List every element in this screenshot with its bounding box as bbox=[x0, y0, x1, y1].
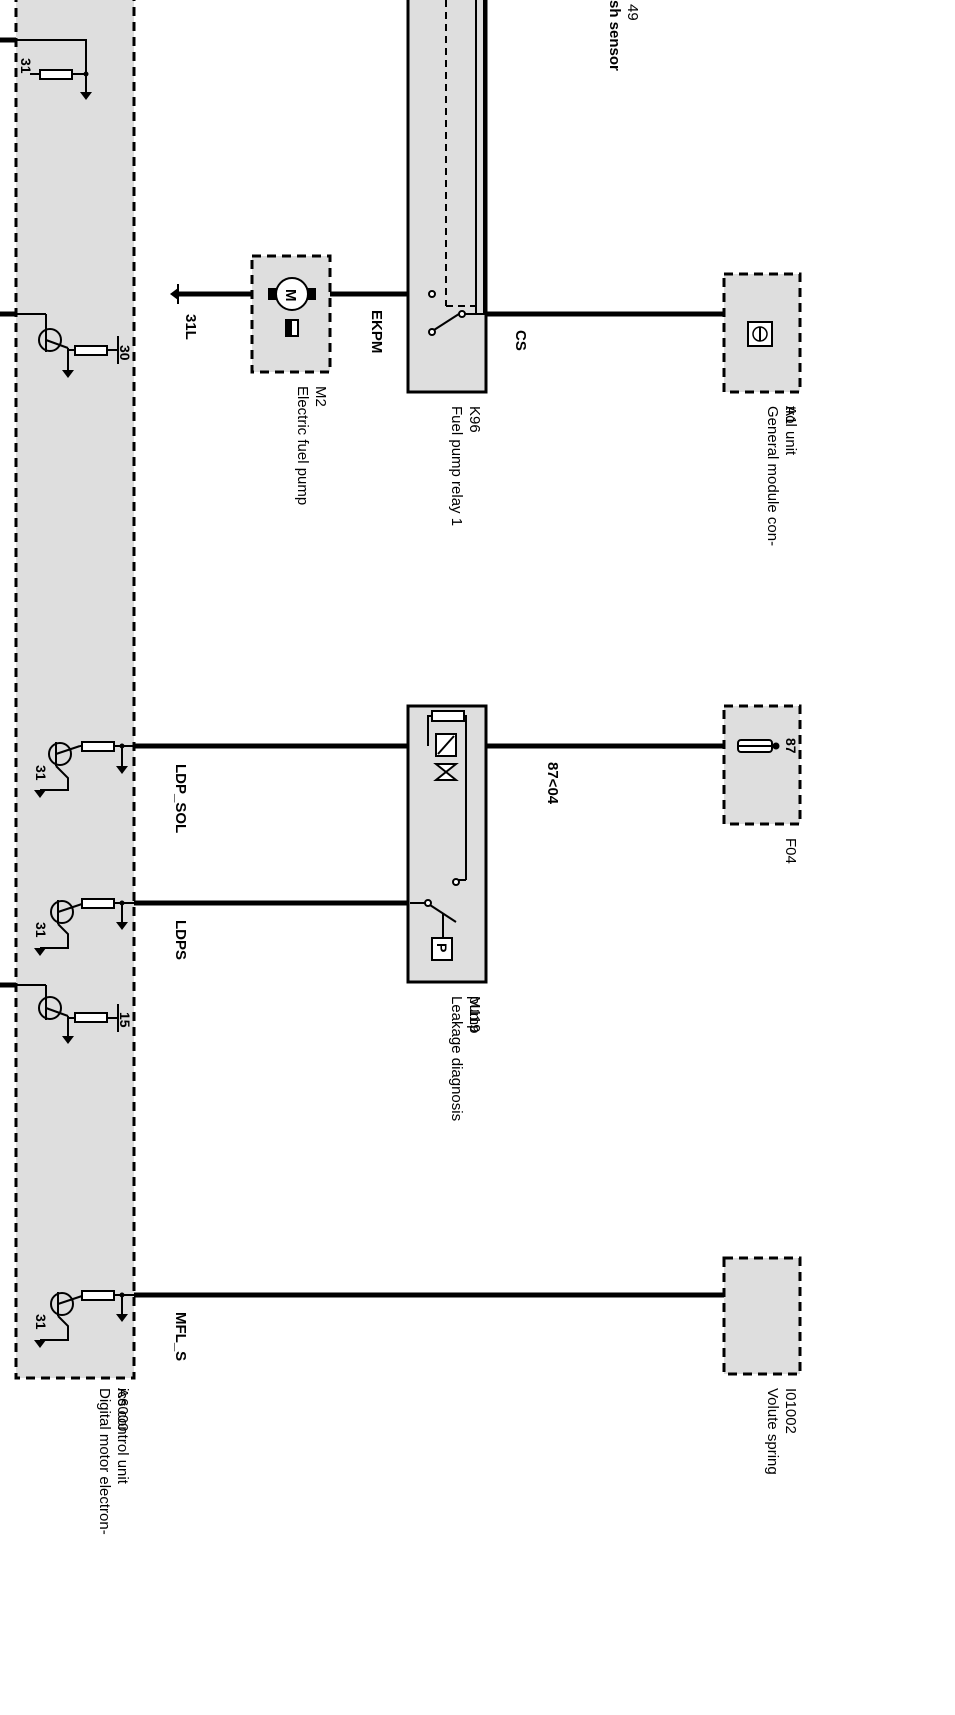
f04-pin-87-label: 87 bbox=[783, 738, 799, 754]
m119-name-line: pump bbox=[466, 996, 483, 1034]
fuse-87-04-label: 87<04 bbox=[544, 762, 561, 805]
cs-label: CS bbox=[512, 330, 529, 351]
a6000-pin-15-label: 15 bbox=[117, 1012, 133, 1028]
a1-name-line: trol unit bbox=[782, 406, 799, 456]
k96-name-label: Fuel pump relay 1 bbox=[448, 406, 465, 526]
m2-fuel-pump-box bbox=[250, 254, 332, 374]
f04-fuse-box bbox=[722, 704, 802, 826]
m2-id-label: M2 bbox=[312, 386, 329, 407]
i01002-name-label: Volute spring bbox=[764, 1388, 781, 1475]
a6000-transistor-15: 15 bbox=[16, 984, 133, 1044]
k96-id-label: K96 bbox=[466, 406, 483, 433]
a6000-pin-30-label: 30 bbox=[117, 345, 133, 361]
a6000-ldp-sol-ground-pin: 31 bbox=[33, 765, 49, 781]
i01002-volute-spring-box bbox=[722, 1256, 802, 1376]
a6000-transistor-ldp-sol: 31 bbox=[33, 741, 134, 798]
a6000-name-line: ics control unit bbox=[114, 1388, 131, 1485]
a6000-control-unit-box bbox=[14, 0, 136, 1380]
a1-name-label: General module con- trol unit bbox=[764, 406, 799, 550]
a6000-id-label: A6000 bbox=[114, 1388, 131, 1431]
m119-name-line: Leakage diagnosis bbox=[448, 996, 465, 1121]
m2-motor-letter: M bbox=[282, 289, 299, 302]
m119-id-label: M119 bbox=[466, 996, 483, 1032]
m2-name-label: Electric fuel pump bbox=[294, 386, 311, 505]
f04-fuse-symbol bbox=[737, 739, 780, 753]
m119-name-label: Leakage diagnosis pump bbox=[448, 996, 483, 1125]
a6000-transistor-mfl-s: 31 bbox=[33, 1290, 134, 1348]
ekpm-label: EKPM bbox=[368, 310, 385, 353]
m2-motor-symbol: M bbox=[268, 277, 316, 337]
a6000-mfl-s-ground-pin: 31 bbox=[33, 1314, 49, 1330]
k96-relay-internals bbox=[428, 0, 486, 336]
a6000-name-line: Digital motor electron- bbox=[96, 1388, 113, 1535]
m119-leakage-pump-box bbox=[406, 704, 488, 984]
a6000-top-pin-label: 31 bbox=[18, 58, 34, 74]
a1-control-unit-icon bbox=[747, 321, 773, 347]
m119-internals: P bbox=[410, 710, 467, 961]
mfl-s-label: MFL_S bbox=[172, 1312, 189, 1361]
a1-id-label: A1 bbox=[782, 406, 799, 424]
a6000-name-label: Digital motor electron- ics control unit bbox=[96, 1388, 131, 1539]
a6000-ldps-ground-pin: 31 bbox=[33, 922, 49, 938]
a6000-top-ground-resistor: 31 bbox=[16, 39, 92, 100]
i01002-id-label: I01002 bbox=[782, 1388, 799, 1434]
ldp-sol-label: LDP_SOL bbox=[172, 764, 189, 833]
a6000-transistor-ldps: 31 bbox=[33, 898, 134, 956]
f04-id-label: F04 bbox=[782, 838, 799, 864]
ground-31l-label: 31L bbox=[182, 314, 199, 340]
a1-name-line: General module con- bbox=[764, 406, 781, 546]
crash-sensor-name-fragment: sh sensor bbox=[606, 0, 623, 71]
a6000-transistor-30: 30 bbox=[16, 313, 133, 378]
ldps-label: LDPS bbox=[172, 920, 189, 960]
ground-31l-symbol bbox=[170, 284, 179, 304]
crash-sensor-id-fragment: 49 bbox=[624, 4, 641, 21]
m119-pressure-letter: P bbox=[434, 943, 450, 952]
